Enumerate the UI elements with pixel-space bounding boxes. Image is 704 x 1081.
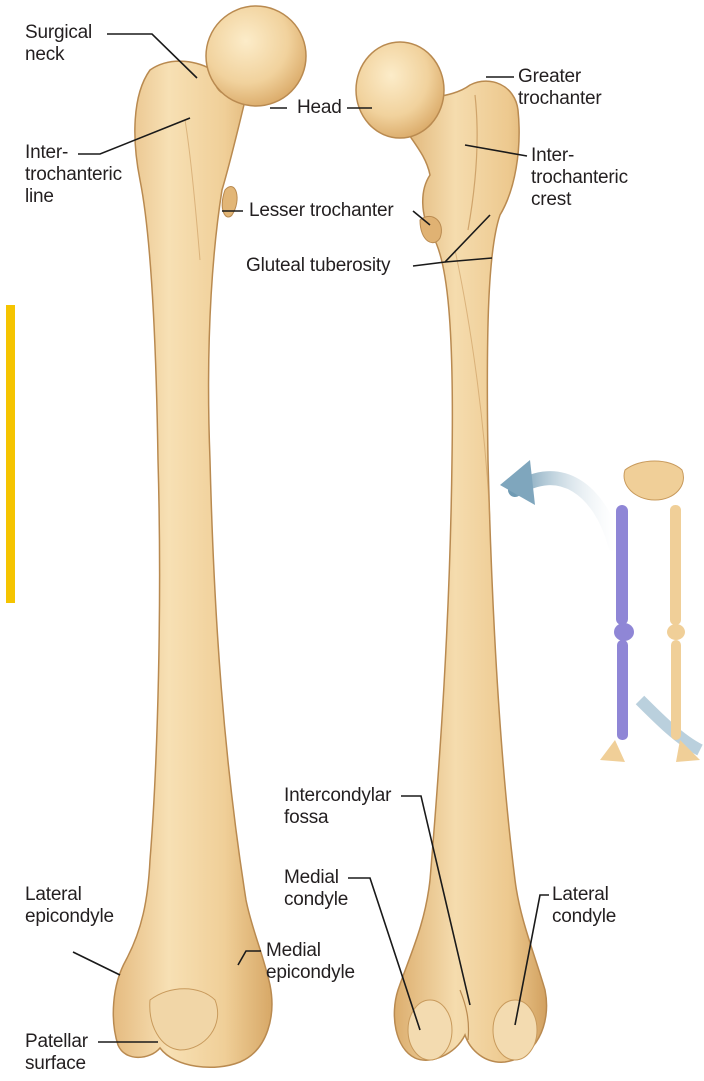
label-head: Head — [297, 97, 342, 119]
label-gluteal-tuberosity: Gluteal tuberosity — [246, 255, 390, 277]
label-lesser-trochanter: Lesser trochanter — [249, 200, 393, 222]
anterior-femur — [113, 6, 306, 1067]
posterior-femur — [356, 42, 547, 1062]
